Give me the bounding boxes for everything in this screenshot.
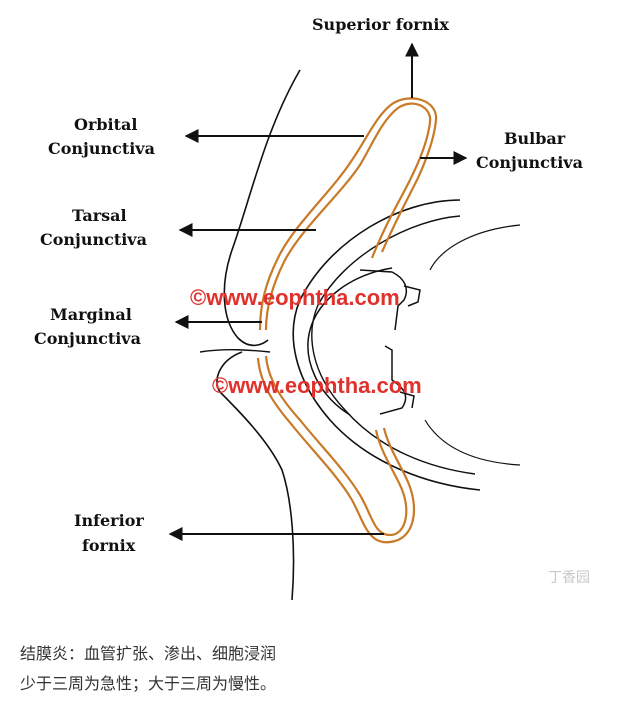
- iris-ciliary-lower: [379, 345, 415, 415]
- caption-line-2: 少于三周为急性；大于三周为慢性。: [20, 674, 277, 693]
- label-orbital-line2: Conjunctiva: [48, 139, 155, 158]
- caption-line-1: 结膜炎：血管扩张、渗出、细胞浸润: [20, 644, 277, 663]
- label-orbital-line1: Orbital: [74, 115, 137, 134]
- label-inferior-line1: Inferior: [74, 511, 144, 530]
- label-inferior-line2: fornix: [82, 536, 136, 555]
- label-superior-fornix: Superior fornix: [312, 15, 449, 34]
- globe-inner-outline: [311, 215, 476, 475]
- lid-margin-line: [199, 348, 271, 353]
- conjunctiva-upper-sac: [258, 97, 438, 331]
- label-tarsal-line2: Conjunctiva: [40, 230, 147, 249]
- conjunctiva-diagram: Superior fornix Orbital Conjunctiva Bulb…: [34, 15, 590, 600]
- label-marginal-line2: Conjunctiva: [34, 329, 141, 348]
- label-tarsal-line1: Tarsal: [72, 206, 127, 225]
- watermark-lower: ©www.eophtha.com: [212, 373, 422, 398]
- upper-eyelid-outline: [223, 69, 301, 347]
- cornea-outline: [307, 267, 393, 416]
- label-bulbar-line2: Conjunctiva: [476, 153, 583, 172]
- label-marginal-line1: Marginal: [50, 305, 132, 324]
- label-bulbar-line1: Bulbar: [504, 129, 566, 148]
- lower-eyelid-outline: [216, 351, 295, 600]
- conjunctiva-lower-sac: [256, 355, 416, 544]
- iris-ciliary-upper: [359, 269, 421, 331]
- brand-watermark: 丁香园: [548, 570, 590, 586]
- watermark-upper: ©www.eophtha.com: [190, 285, 400, 310]
- sclera-inner-line: [424, 224, 521, 466]
